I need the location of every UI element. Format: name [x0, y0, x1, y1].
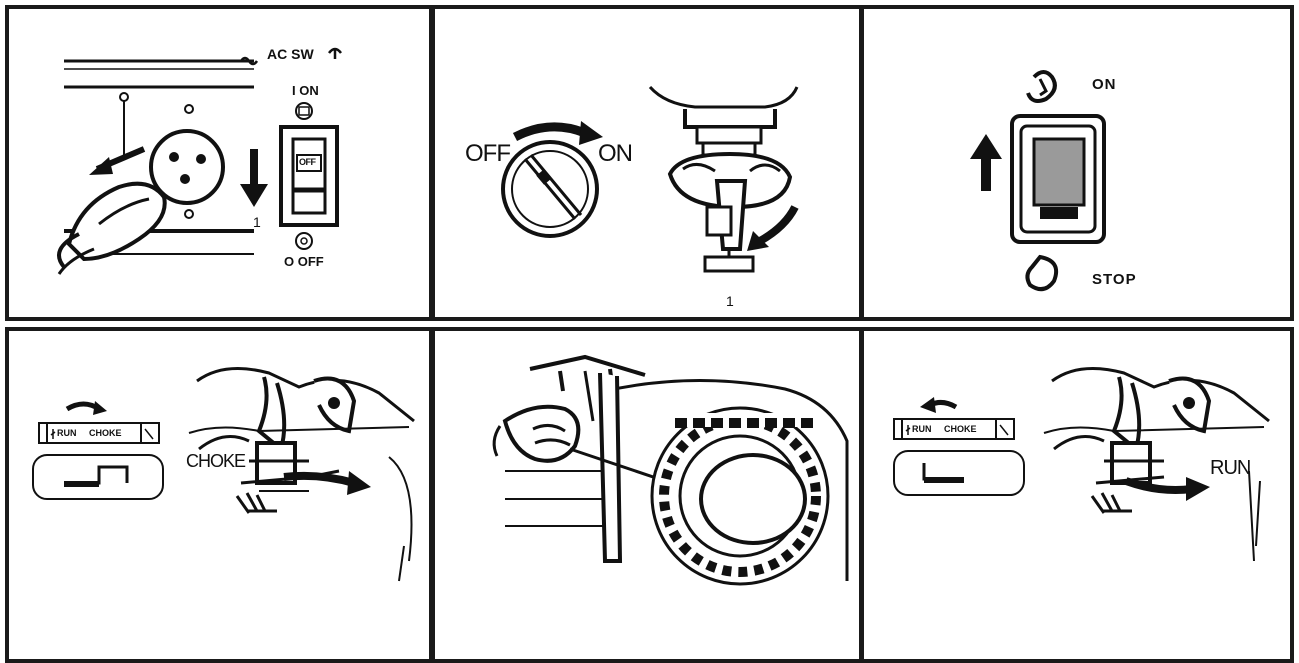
recoil-starter-illustration [435, 331, 859, 659]
panel-fuel-valve: OFF ON 1 [431, 5, 863, 321]
off-label: OFF [465, 142, 510, 166]
panel-recoil-starter [431, 327, 863, 663]
run-label: RUN [912, 425, 932, 434]
panel-engine-switch: ON STOP [860, 5, 1294, 321]
switch-off-text: OFF [299, 158, 316, 167]
choke-callout: CHOKE [186, 452, 245, 470]
on-position-label: I ON [292, 84, 319, 97]
ac-switch-illustration [9, 9, 429, 317]
on-label: ON [1092, 77, 1117, 92]
run-label: RUN [57, 429, 77, 438]
run-illustration [864, 331, 1290, 659]
panel-choke: RUN CHOKE CHOKE [5, 327, 433, 663]
callout-number: 1 [253, 215, 261, 229]
choke-label: CHOKE [944, 425, 977, 434]
on-label: ON [598, 142, 632, 166]
ac-sw-label: AC SW [267, 47, 314, 61]
choke-label: CHOKE [89, 429, 122, 438]
engine-switch-illustration [864, 9, 1290, 317]
panel-run: RUN CHOKE RUN [860, 327, 1294, 663]
choke-illustration [9, 331, 429, 659]
panel-ac-switch: AC SW I ON OFF 1 O OFF [5, 5, 433, 321]
run-callout: RUN [1210, 458, 1250, 478]
callout-number: 1 [726, 294, 734, 308]
stop-label: STOP [1092, 272, 1137, 287]
off-position-label: O OFF [284, 255, 324, 268]
